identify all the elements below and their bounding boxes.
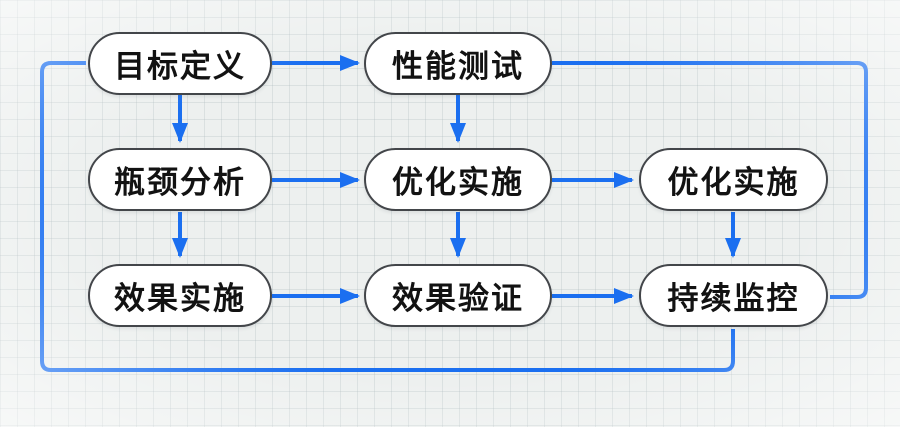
node-performance-testing[interactable]: 性能测试 — [364, 32, 552, 95]
node-goal-definition[interactable]: 目标定义 — [88, 32, 272, 95]
node-optimization-implementation-2[interactable]: 优化实施 — [639, 148, 828, 211]
node-effect-verification-label: 效果验证 — [392, 281, 524, 316]
node-optimization-implementation-1[interactable]: 优化实施 — [364, 148, 552, 211]
node-bottleneck-analysis-label: 瓶颈分析 — [114, 165, 246, 200]
node-continuous-monitoring[interactable]: 持续监控 — [639, 264, 828, 327]
node-effect-implementation[interactable]: 效果实施 — [88, 264, 272, 327]
edge-monitoring-to-goal-feedback-loop — [40, 61, 735, 372]
node-bottleneck-analysis[interactable]: 瓶颈分析 — [88, 148, 272, 211]
node-effect-implementation-label: 效果实施 — [114, 281, 246, 316]
node-goal-definition-label: 目标定义 — [114, 49, 246, 84]
node-performance-testing-label: 性能测试 — [392, 49, 524, 84]
node-continuous-monitoring-label: 持续监控 — [667, 281, 800, 316]
node-optimization-implementation-2-label: 优化实施 — [667, 165, 800, 200]
node-effect-verification[interactable]: 效果验证 — [364, 264, 552, 327]
edge-performance-to-monitoring-right-side — [552, 61, 868, 299]
node-optimization-implementation-1-label: 优化实施 — [392, 165, 524, 200]
